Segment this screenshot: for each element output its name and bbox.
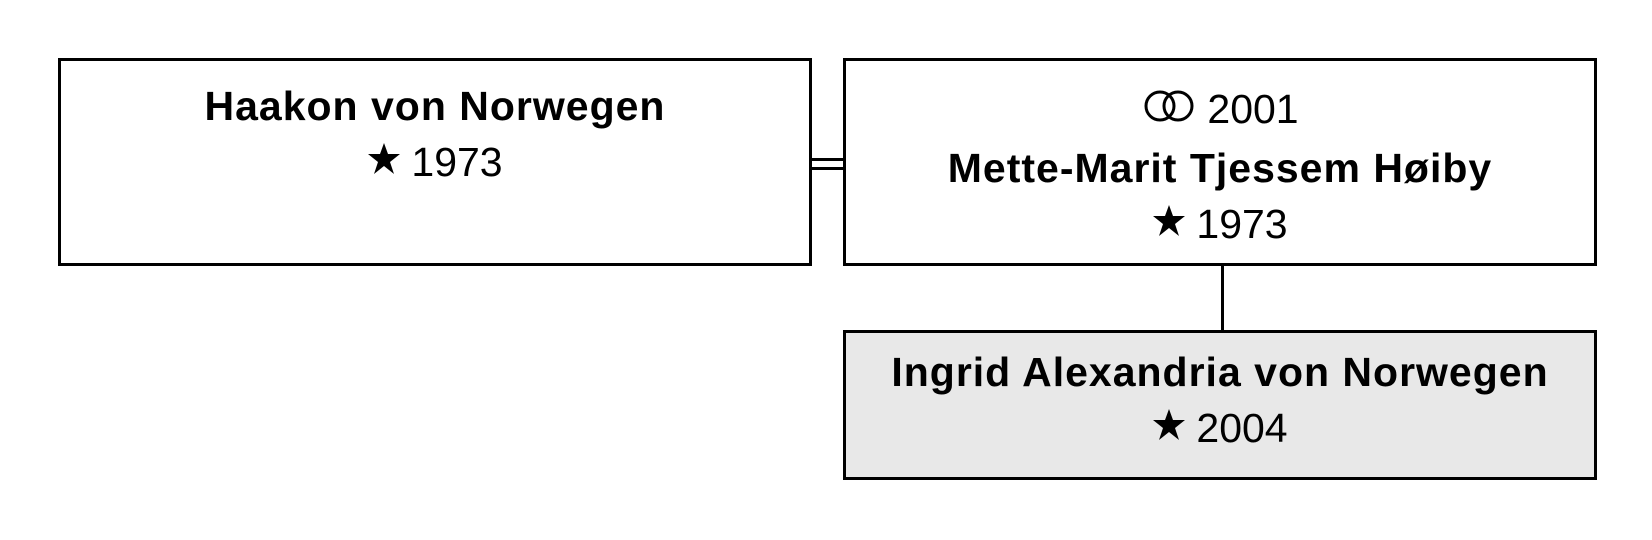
star-icon <box>1152 196 1186 252</box>
person-name: Mette-Marit Tjessem Høiby <box>947 145 1493 192</box>
person-box-father: Haakon von Norwegen 1973 <box>58 58 812 266</box>
marriage-line: 2001 <box>846 81 1594 140</box>
birth-line: 2004 <box>846 400 1594 459</box>
rings-icon <box>1141 81 1197 137</box>
marriage-year: 2001 <box>1207 86 1299 132</box>
birth-year: 2004 <box>1196 405 1288 451</box>
marriage-connector-top <box>812 158 843 161</box>
birth-line: 1973 <box>61 134 809 193</box>
star-icon <box>367 134 401 190</box>
birth-line: 1973 <box>846 196 1594 255</box>
person-box-mother: 2001 Mette-Marit Tjessem Høiby 1973 <box>843 58 1597 266</box>
person-name: Ingrid Alexandria von Norwegen <box>891 349 1549 395</box>
child-connector <box>1221 266 1224 330</box>
person-box-child: Ingrid Alexandria von Norwegen 2004 <box>843 330 1597 480</box>
star-icon <box>1152 400 1186 456</box>
birth-year: 1973 <box>411 139 503 185</box>
birth-year: 1973 <box>1196 201 1288 248</box>
marriage-connector-bottom <box>812 167 843 170</box>
person-name: Haakon von Norwegen <box>204 83 666 129</box>
